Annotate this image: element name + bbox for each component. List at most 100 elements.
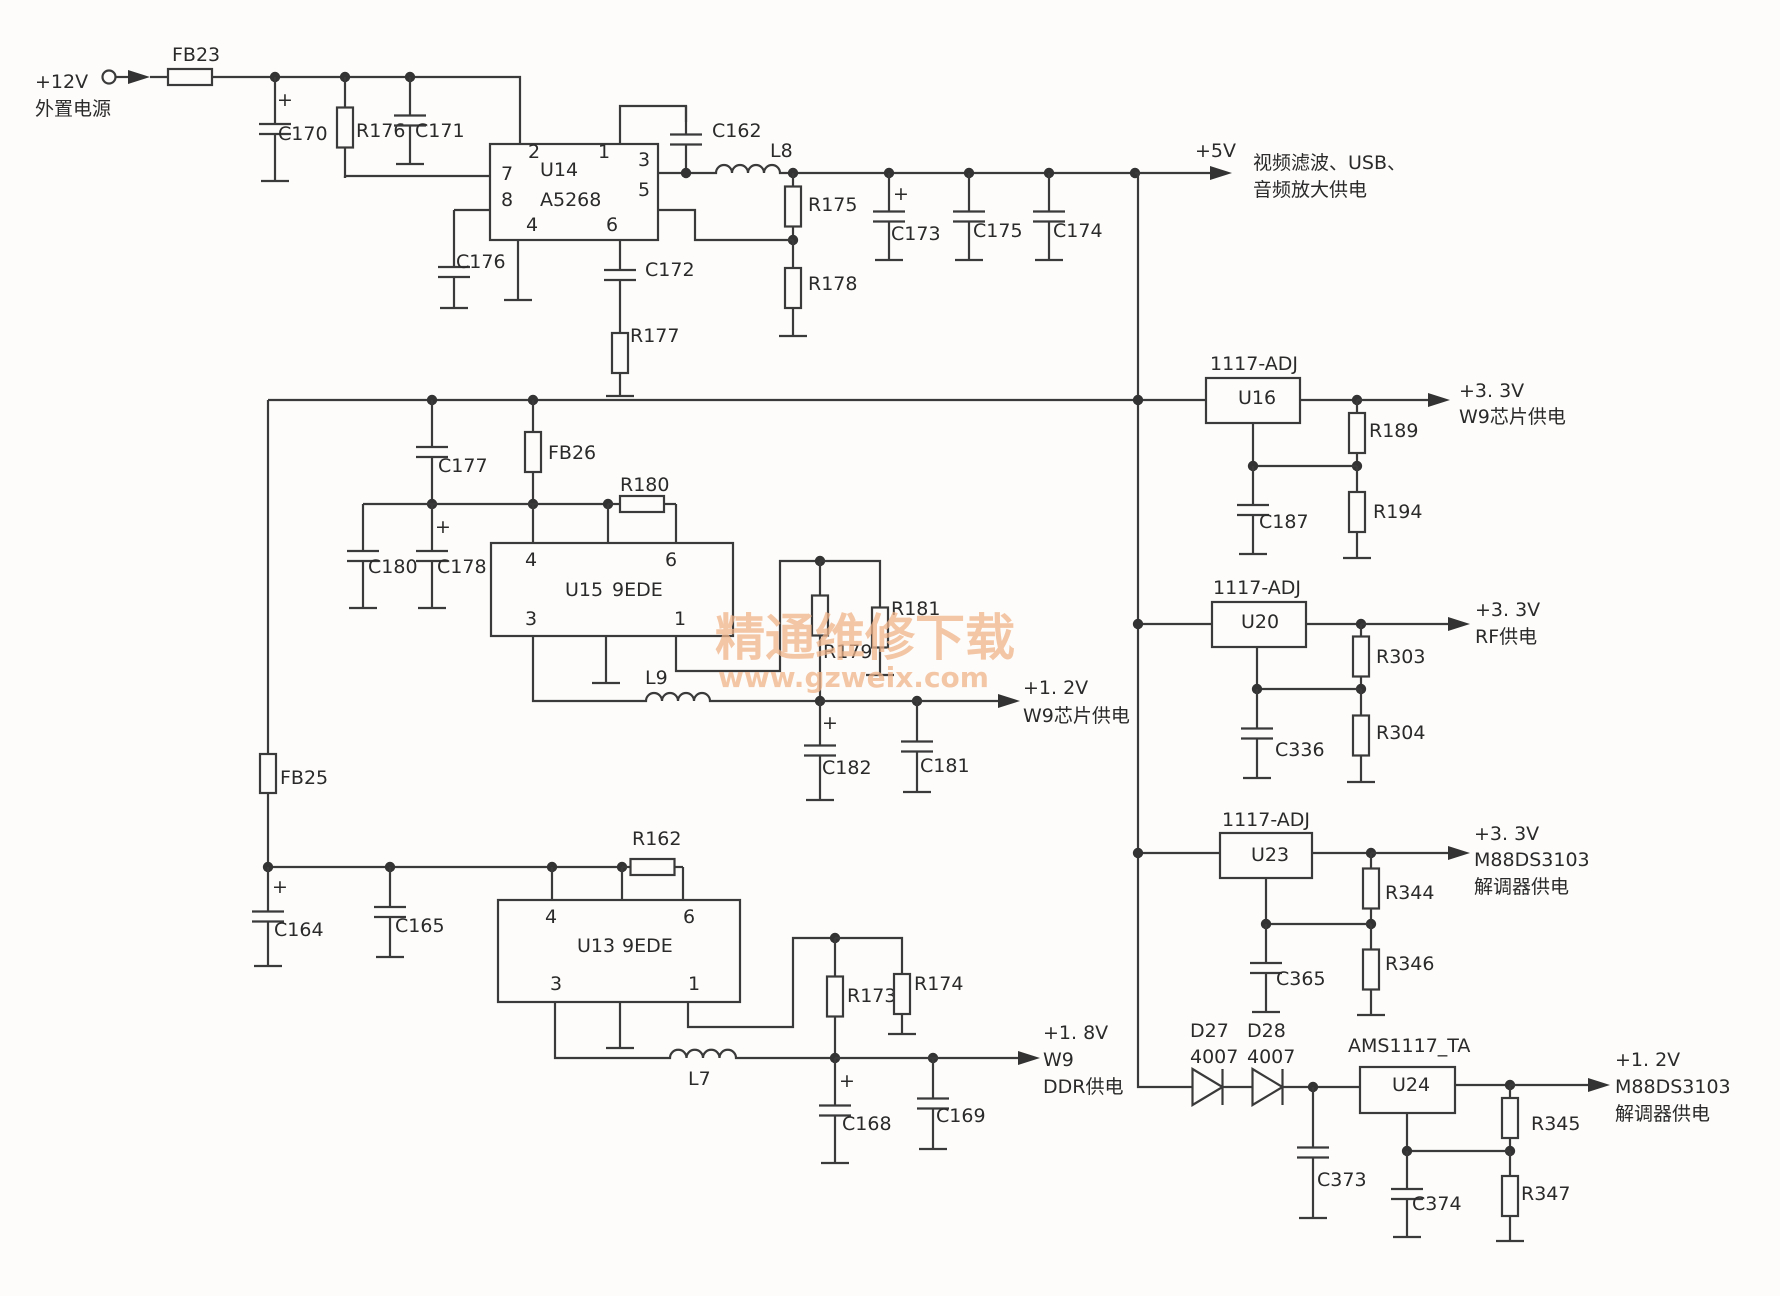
r194-label: R194 (1373, 501, 1422, 523)
u15-pin-4: 4 (525, 549, 537, 571)
c169-label: C169 (936, 1105, 986, 1127)
c174-label: C174 (1053, 220, 1103, 242)
r174-label: R174 (914, 973, 963, 995)
body (1361, 867, 1381, 910)
c336-label: C336 (1275, 739, 1325, 761)
input-voltage-label: +12V (35, 71, 88, 93)
r179-label: R179 (823, 641, 872, 663)
u14-pin-4: 4 (526, 214, 538, 236)
out-3v3b-voltage: +3. 3V (1475, 599, 1540, 621)
u13-part: 9EDE (622, 935, 673, 957)
wire (835, 936, 904, 958)
junction-dot (1132, 618, 1144, 630)
out-5v-line1: 视频滤波、USB、 (1253, 152, 1406, 174)
d27-label: D27 (1190, 1020, 1229, 1042)
c171-label: C171 (415, 120, 465, 142)
polarity-plus: + (272, 876, 288, 898)
input-source-label: 外置电源 (35, 98, 111, 120)
anode-triangle (1191, 1067, 1225, 1107)
output-3v3-w9: +3. 3V W9芯片供电 (1459, 380, 1566, 428)
body (783, 185, 803, 228)
wire (230, 75, 522, 144)
r178-label: R178 (808, 273, 857, 295)
out-3v3a-line1: W9芯片供电 (1459, 406, 1566, 428)
ferrite-bead-fb23: FB23 (150, 44, 230, 87)
arrow-head (1588, 1078, 1610, 1092)
c182-label: C182 (822, 757, 872, 779)
body (783, 266, 803, 310)
body (825, 975, 845, 1018)
input-terminal (101, 69, 117, 85)
arrow-head (1210, 166, 1232, 180)
r177-label: R177 (630, 325, 679, 347)
out-3v3c-line1: M88DS3103 (1474, 849, 1590, 871)
coil (660, 1048, 746, 1060)
wire (531, 636, 636, 703)
body (618, 494, 666, 514)
c374-label: C374 (1412, 1193, 1462, 1215)
polarity-plus: + (435, 516, 451, 538)
arrow-head (998, 694, 1020, 708)
d28-type: 4007 (1247, 1046, 1295, 1068)
u20-ref: U20 (1241, 611, 1279, 633)
wire (1255, 647, 1361, 691)
c175-label: C175 (973, 220, 1023, 242)
body (1351, 714, 1371, 757)
c172-label: C172 (645, 259, 695, 281)
u13-ref: U13 (577, 935, 615, 957)
c187-label: C187 (1259, 511, 1309, 533)
c365-label: C365 (1276, 968, 1326, 990)
r162-label: R162 (632, 828, 681, 850)
out-3v3c-voltage: +3. 3V (1474, 823, 1539, 845)
r173-label: R173 (847, 985, 896, 1007)
c173-label: C173 (891, 223, 941, 245)
u13-pin-3: 3 (550, 973, 562, 995)
l7-label: L7 (688, 1068, 711, 1090)
u14-pin-3: 3 (638, 149, 650, 171)
d27-type: 4007 (1190, 1046, 1238, 1068)
u23-part: 1117-ADJ (1222, 809, 1310, 831)
c165-label: C165 (395, 915, 445, 937)
body (1347, 490, 1367, 534)
junction-dot (1132, 847, 1144, 859)
junction-dot (1132, 394, 1144, 406)
out-3v3a-voltage: +3. 3V (1459, 380, 1524, 402)
arrow-head (128, 70, 150, 84)
c170-label: C170 (278, 123, 328, 145)
l8-label: L8 (770, 140, 793, 162)
ic-body (489, 541, 735, 638)
r344-label: R344 (1385, 882, 1434, 904)
out-1v2a-line1: W9芯片供电 (1023, 705, 1130, 727)
u13-pin-6: 6 (683, 906, 695, 928)
fb26-label: FB26 (548, 442, 596, 464)
body (258, 752, 278, 795)
out-1v2b-line1: M88DS3103 (1615, 1076, 1731, 1098)
polarity-plus: + (277, 89, 293, 111)
watermark-url: www.gzweix.com (718, 661, 989, 694)
u15-pin-6: 6 (665, 549, 677, 571)
c168-label: C168 (842, 1113, 892, 1135)
u14-pin-5: 5 (638, 179, 650, 201)
c373-label: C373 (1317, 1169, 1367, 1191)
wire (1251, 423, 1357, 468)
u14-ref: U14 (540, 159, 578, 181)
arrow-head (1448, 846, 1470, 860)
r176-label: R176 (356, 120, 405, 142)
wire (820, 559, 882, 584)
r189-label: R189 (1369, 420, 1418, 442)
u14-pin-6: 6 (606, 214, 618, 236)
r180-label: R180 (620, 474, 669, 496)
ldo-u24-section: D274007D284007C373AMS1117_TAU24R345R347C… (1190, 1020, 1610, 1243)
body (629, 857, 676, 877)
ic-body (496, 898, 742, 1004)
u14-pin-7: 7 (501, 163, 513, 185)
polarity-plus: + (822, 712, 838, 734)
junction-dot (680, 167, 692, 179)
